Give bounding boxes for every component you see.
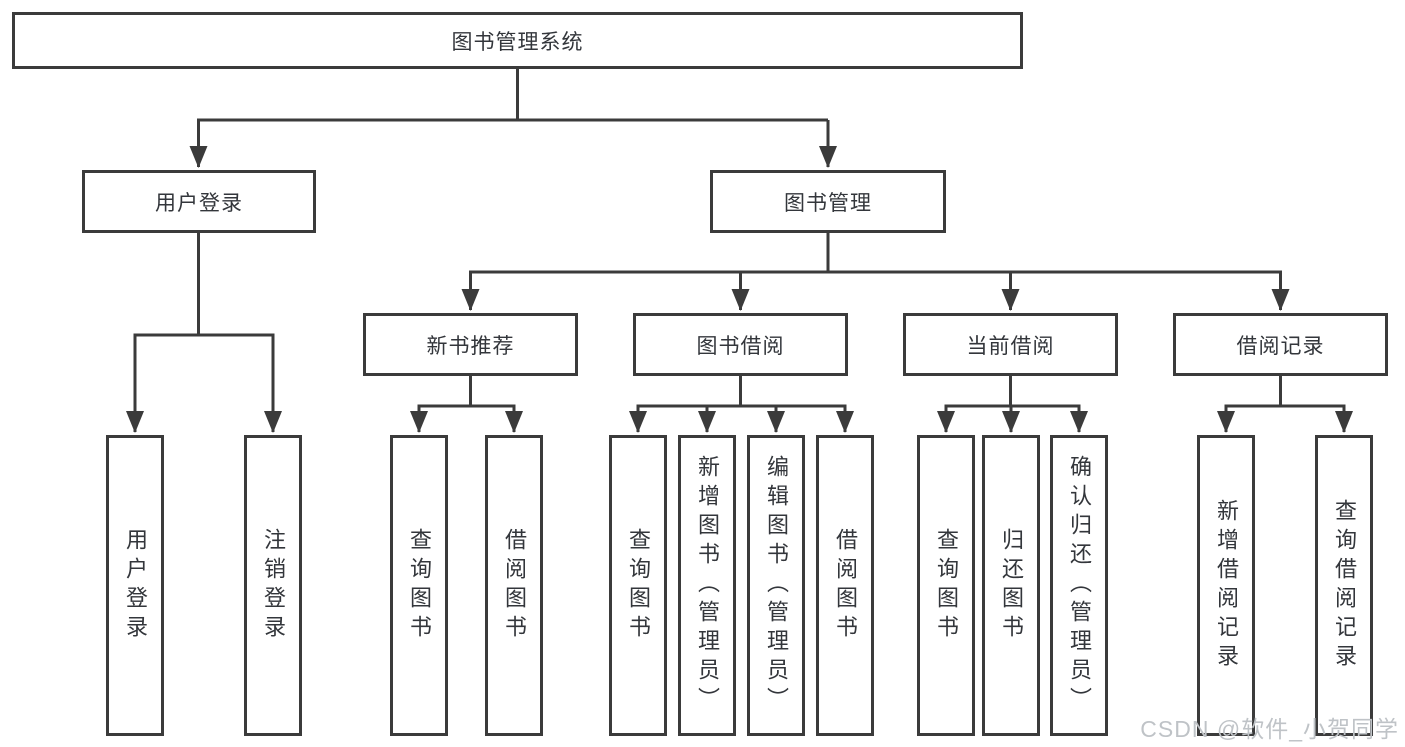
node-book-borrow-label: 图书借阅 [696,334,785,358]
node-book-borrow: 图书借阅 [633,313,848,376]
leaf-add-books-admin: 新增图书（管理员） [678,435,736,736]
leaf-query-borrow-record-label: 查询借阅记录 [1332,498,1357,673]
node-current-borrow-label: 当前借阅 [966,334,1055,358]
leaf-query-borrow-record: 查询借阅记录 [1315,435,1373,736]
leaf-query-books-3-label: 查询图书 [934,527,959,644]
node-root-label: 图书管理系统 [451,30,584,54]
csdn-watermark: CSDN @软件_小贺同学 [1140,716,1399,742]
leaf-add-books-admin-label: 新增图书（管理员） [695,455,720,716]
node-current-borrow: 当前借阅 [903,313,1118,376]
leaf-borrow-books-2: 借阅图书 [816,435,874,736]
leaf-edit-books-admin: 编辑图书（管理员） [747,435,805,736]
leaf-query-books-2: 查询图书 [609,435,667,736]
leaf-query-books-1: 查询图书 [390,435,448,736]
leaf-confirm-return-admin: 确认归还（管理员） [1050,435,1108,736]
leaf-return-books: 归还图书 [982,435,1040,736]
leaf-confirm-return-admin-label: 确认归还（管理员） [1067,455,1092,716]
node-book-management: 图书管理 [710,170,946,233]
node-new-book-recommend: 新书推荐 [363,313,578,376]
node-new-book-recommend-label: 新书推荐 [426,334,515,358]
node-borrow-records-label: 借阅记录 [1236,334,1325,358]
leaf-logout: 注销登录 [244,435,302,736]
node-borrow-records: 借阅记录 [1173,313,1388,376]
leaf-query-books-2-label: 查询图书 [626,527,651,644]
leaf-query-books-3: 查询图书 [917,435,975,736]
leaf-return-books-label: 归还图书 [999,527,1024,644]
node-user-login: 用户登录 [82,170,316,233]
leaf-user-login-label: 用户登录 [123,527,148,644]
leaf-borrow-books-1: 借阅图书 [485,435,543,736]
leaf-logout-label: 注销登录 [261,527,286,644]
leaf-borrow-books-2-label: 借阅图书 [833,527,858,644]
leaf-borrow-books-1-label: 借阅图书 [502,527,527,644]
leaf-user-login: 用户登录 [106,435,164,736]
node-user-login-label: 用户登录 [155,191,243,215]
leaf-edit-books-admin-label: 编辑图书（管理员） [764,455,789,716]
node-root-system: 图书管理系统 [12,12,1023,69]
leaf-add-borrow-record: 新增借阅记录 [1197,435,1255,736]
node-book-management-label: 图书管理 [784,191,872,215]
leaf-query-books-1-label: 查询图书 [407,527,432,644]
leaf-add-borrow-record-label: 新增借阅记录 [1214,498,1239,673]
